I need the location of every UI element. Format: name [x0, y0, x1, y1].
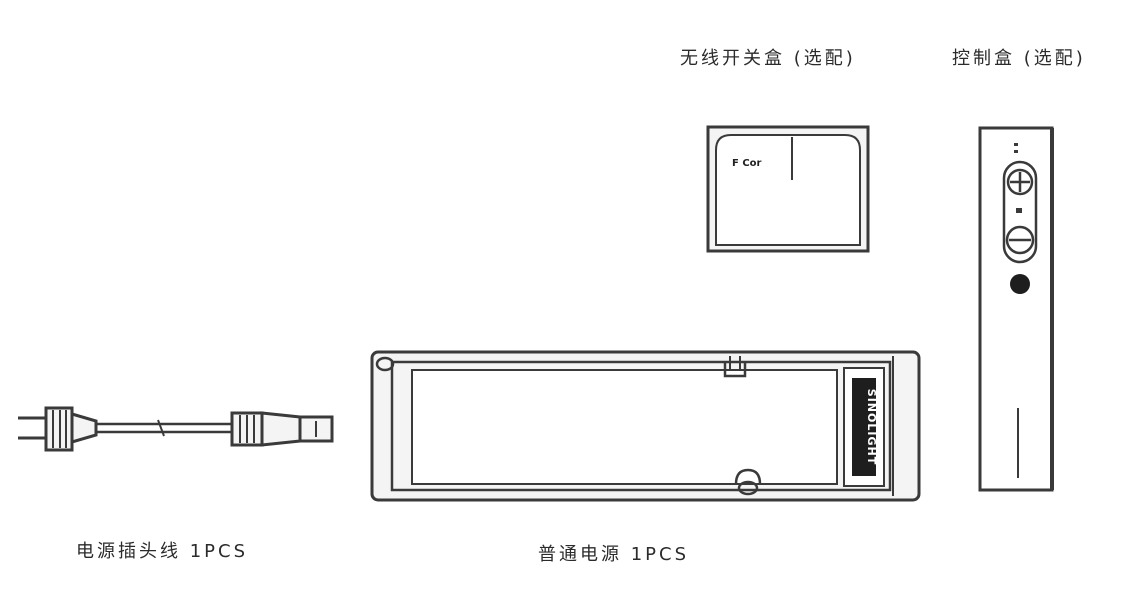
plug-strain-relief	[70, 412, 98, 444]
plug-cable-label: 电源插头线 1PCS	[76, 541, 249, 562]
mount-hole-top-left	[375, 356, 395, 372]
wireless-box-logo-text: F Cor	[732, 158, 762, 169]
plug-cable	[18, 406, 334, 452]
power-supply: SINOLIGHT	[370, 350, 921, 502]
bottom-mount-tab	[734, 468, 762, 485]
control-box-label: 控制盒 (选配)	[952, 48, 1086, 69]
connector-taper	[260, 411, 302, 447]
mount-hole-bottom	[737, 480, 759, 496]
power-supply-label-area	[411, 369, 838, 485]
control-box	[978, 126, 1054, 492]
wireless-box-face	[715, 134, 861, 246]
power-supply-label: 普通电源 1PCS	[538, 544, 690, 565]
wireless-switch-box-label: 无线开关盒 (选配)	[680, 48, 856, 69]
control-slider-track	[1002, 160, 1038, 264]
power-supply-logo-text: SINOLIGHT	[865, 389, 878, 465]
power-button-icon	[1010, 274, 1030, 294]
power-supply-inner-frame	[390, 360, 892, 492]
power-supply-logo	[852, 378, 876, 476]
top-tab	[723, 362, 747, 378]
wireless-switch-box: F Cor	[706, 125, 870, 253]
